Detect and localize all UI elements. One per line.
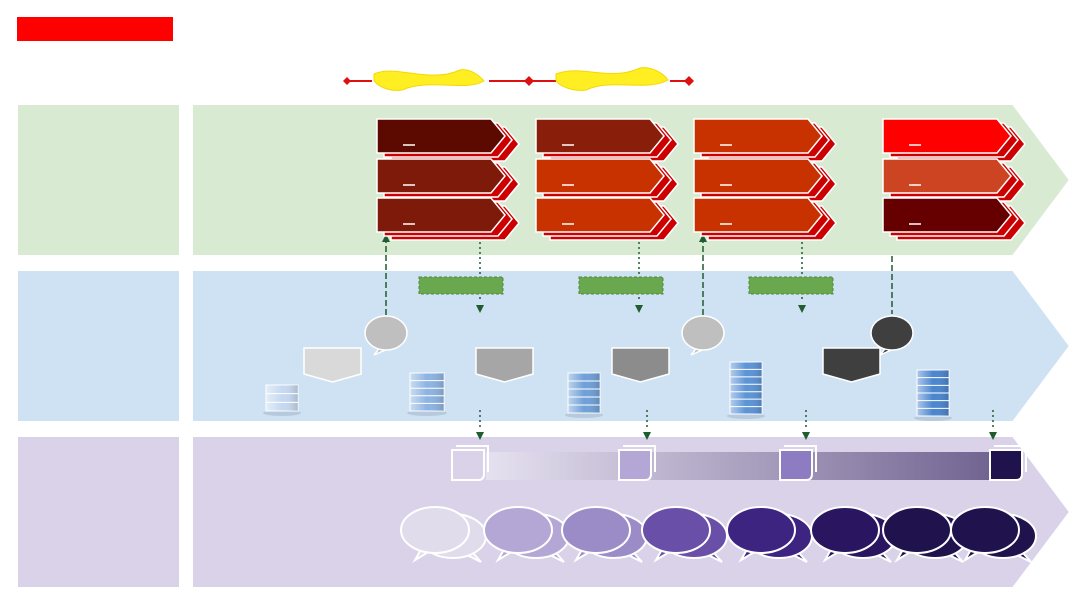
speech-bubble (483, 506, 570, 563)
stage-arrow (693, 118, 837, 162)
stage-arrow (376, 197, 520, 241)
title-bar (17, 17, 173, 41)
stage-arrow (882, 158, 1026, 202)
connector-arrowhead (643, 432, 651, 440)
timeline-diamond (684, 76, 694, 86)
speech-bubbles (400, 506, 1037, 563)
speech-callout (681, 315, 725, 356)
connector-arrowhead (476, 432, 484, 440)
speech-bubble (726, 506, 813, 563)
connector-arrowhead (802, 432, 810, 440)
timeline-diamond (343, 77, 351, 85)
timeline-diamond (524, 76, 534, 86)
connector-arrowhead (699, 234, 707, 242)
stage-arrow (376, 118, 520, 162)
speech-bubble (950, 506, 1037, 563)
speech-callout (364, 315, 408, 356)
stage-arrow (693, 197, 837, 241)
databases (263, 361, 952, 421)
timeline-highlight (555, 67, 669, 91)
middle-chevron (822, 347, 881, 383)
connector-arrowhead (798, 305, 806, 313)
speech-bubble (400, 506, 487, 563)
middle-chevron (611, 347, 670, 383)
connector-arrowhead (635, 305, 643, 313)
database-icon (727, 361, 765, 419)
green-tag (578, 276, 664, 295)
callouts (364, 315, 914, 356)
stage-arrow (882, 118, 1026, 162)
documents (451, 445, 1027, 481)
middle-chevron (475, 347, 534, 383)
green-tags (418, 276, 834, 295)
speech-bubble (810, 506, 897, 563)
speech-callout (870, 315, 914, 356)
stage-arrows (376, 118, 1026, 241)
middle-chevron (303, 347, 362, 383)
green-tag (418, 276, 504, 295)
middle-shapes (303, 347, 881, 383)
stage-arrow (693, 158, 837, 202)
connector-arrowhead (476, 305, 484, 313)
stage-arrow (535, 118, 679, 162)
speech-bubble (641, 506, 728, 563)
lane-label-box (16, 103, 181, 257)
database-icon (263, 384, 301, 416)
lane-label-box (16, 269, 181, 423)
lane-label-box (16, 435, 181, 589)
connector-arrowhead (382, 234, 390, 242)
database-icon (565, 372, 603, 418)
database-icon (407, 372, 447, 416)
document-icon (779, 445, 817, 481)
stage-arrow (882, 197, 1026, 241)
connector-arrowhead (989, 432, 997, 440)
document-icon (989, 445, 1027, 481)
timeline-highlight (373, 69, 485, 91)
timeline (343, 67, 694, 91)
document-icon (451, 445, 489, 481)
green-tag (748, 276, 834, 295)
stage-arrow (535, 197, 679, 241)
stage-arrow (376, 158, 520, 202)
lane-2 (16, 269, 1072, 423)
gradient-bar (486, 452, 1018, 480)
stage-arrow (535, 158, 679, 202)
database-icon (914, 369, 952, 421)
document-icon (618, 445, 656, 481)
